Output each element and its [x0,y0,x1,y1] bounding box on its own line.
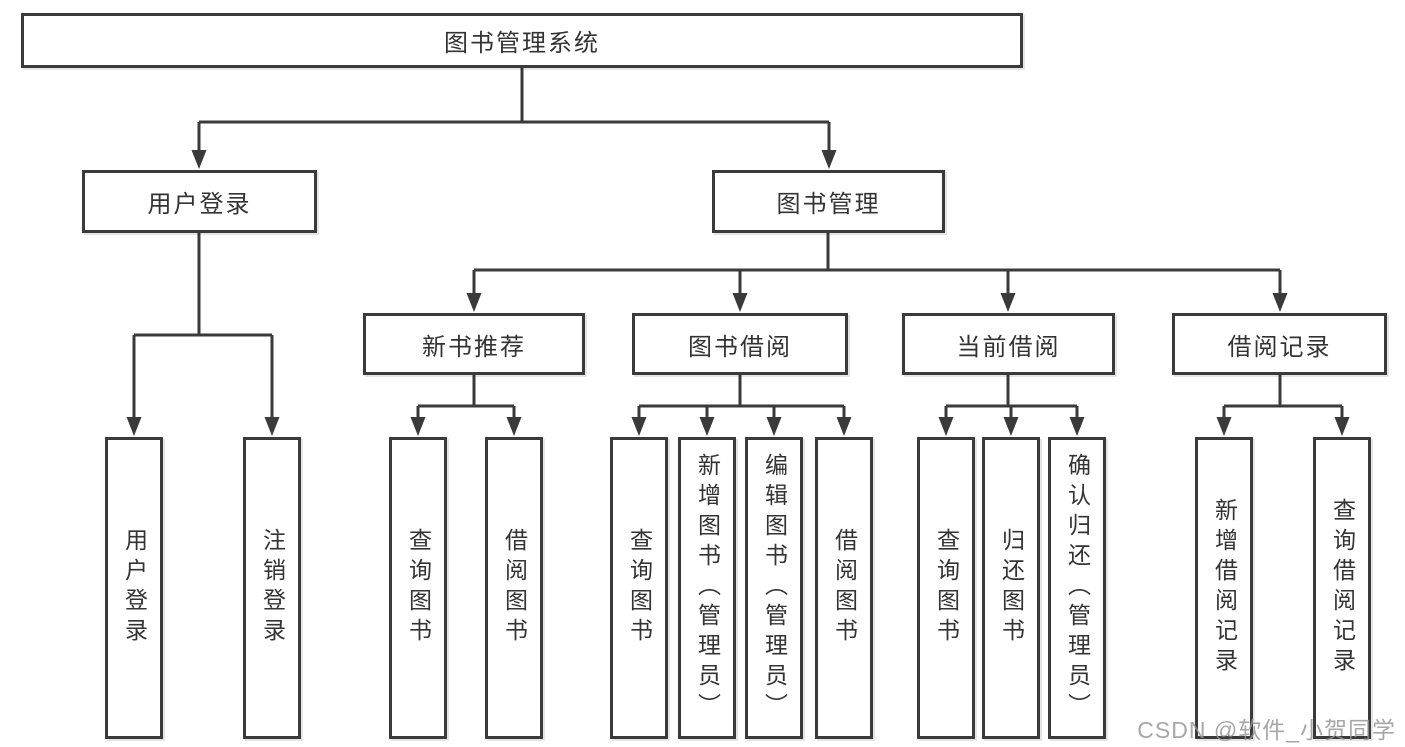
leaf-edit-books-admin: 编辑图书（管理员） [745,437,803,739]
leaf-query-books-recommend: 查询图书 [389,437,447,739]
leaf-label: 借阅图书 [501,528,528,648]
leaf-label: 确认归还（管理员） [1064,453,1091,723]
csdn-watermark: CSDN @软件_小贺同学 [1137,717,1396,743]
leaf-label: 用户登录 [121,528,148,648]
leaf-query-books-current: 查询图书 [917,437,975,739]
leaf-label: 查询图书 [626,528,653,648]
node-label: 当前借阅 [956,333,1061,361]
leaf-label: 查询图书 [405,528,432,648]
leaf-label: 查询图书 [933,528,960,648]
leaf-label: 编辑图书（管理员） [761,453,788,723]
leaf-query-borrow-record: 查询借阅记录 [1313,437,1371,739]
node-label: 图书管理 [776,191,881,218]
leaf-confirm-return-admin: 确认归还（管理员） [1048,437,1106,739]
node-new-book-recommendation: 新书推荐 [363,313,585,375]
leaf-add-borrow-record: 新增借阅记录 [1195,437,1253,739]
leaf-label: 新增图书（管理员） [694,453,721,723]
leaf-add-books-admin: 新增图书（管理员） [678,437,736,739]
leaf-user-login: 用户登录 [105,437,163,739]
node-library-management-system: 图书管理系统 [21,13,1023,68]
node-book-management: 图书管理 [712,170,945,233]
node-user-login: 用户登录 [82,170,317,233]
leaf-label: 新增借阅记录 [1211,498,1238,678]
arrowheads [126,150,1350,436]
node-label: 用户登录 [147,191,252,218]
leaf-label: 借阅图书 [831,528,858,648]
leaf-logout: 注销登录 [243,437,301,739]
node-borrowing-records: 借阅记录 [1172,313,1387,375]
node-book-borrowing: 图书借阅 [632,313,848,375]
leaf-borrow-books-borrowing: 借阅图书 [815,437,873,739]
leaf-borrow-books-recommend: 借阅图书 [485,437,543,739]
node-label: 借阅记录 [1227,333,1332,361]
node-label: 新书推荐 [422,333,526,361]
leaf-return-books: 归还图书 [982,437,1040,739]
leaf-label: 查询借阅记录 [1329,498,1356,678]
leaf-label: 注销登录 [259,528,286,648]
leaf-query-books-borrowing: 查询图书 [610,437,668,739]
leaf-label: 归还图书 [998,528,1025,648]
node-label: 图书管理系统 [444,30,600,57]
node-current-borrowing: 当前借阅 [902,313,1115,375]
node-label: 图书借阅 [688,333,792,361]
